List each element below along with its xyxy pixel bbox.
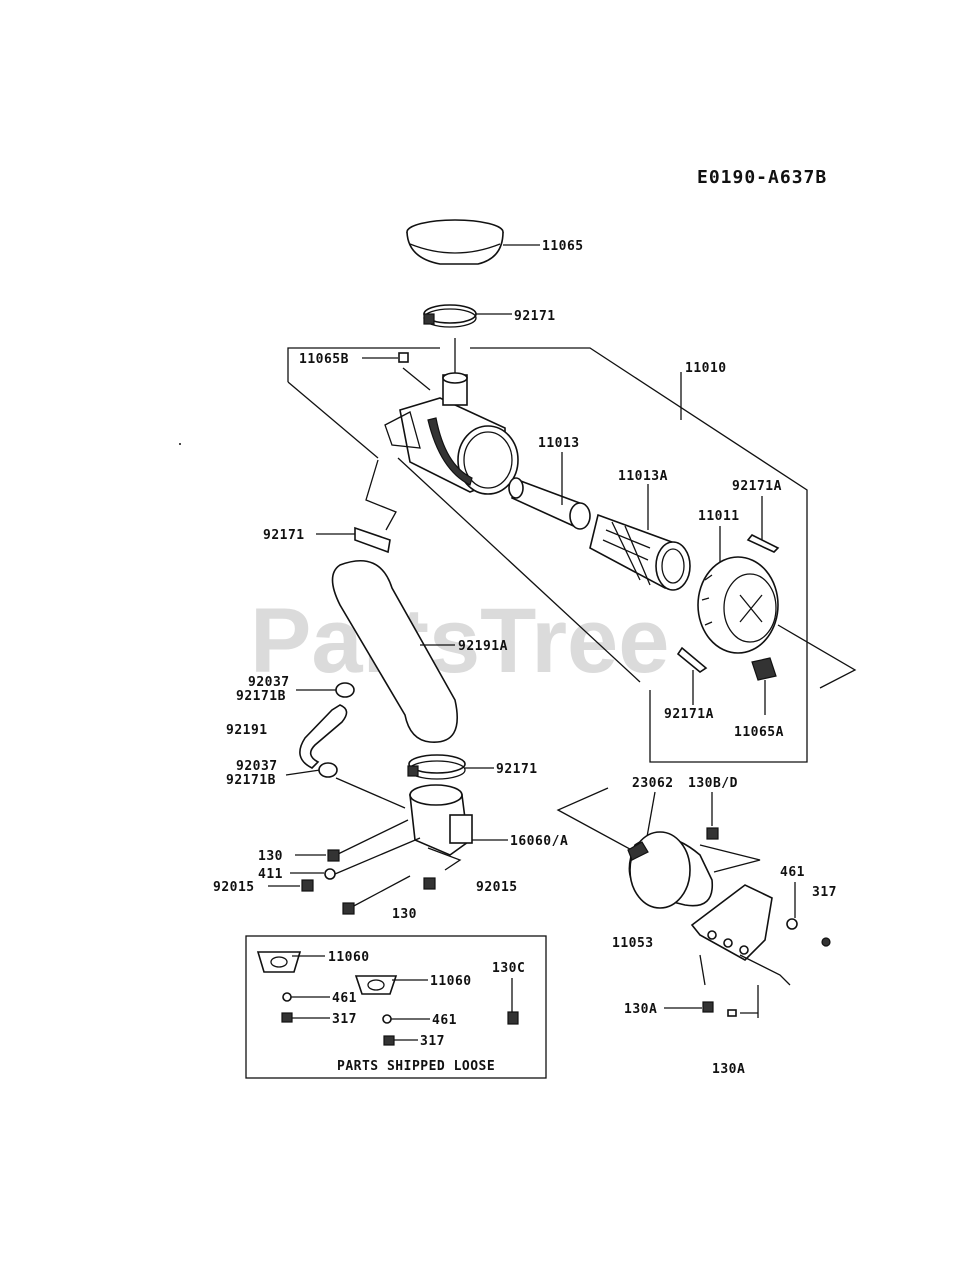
label-11065A: 11065A [734,725,784,740]
label-11065B: 11065B [299,352,349,367]
label-92171B-a: 92171B [236,689,286,704]
label-92037-b: 92037 [236,759,278,774]
label-411: 411 [258,867,283,882]
label-92015-a: 92015 [213,880,255,895]
label-130C: 130C [492,961,525,976]
gasket-icon [354,975,398,995]
label-16060A: 16060/A [510,834,568,849]
gasket-icon [256,951,302,973]
label-92037-a: 92037 [248,675,290,690]
air-cleaner-cap-icon [406,219,504,265]
diagram-code: E0190-A637B [697,167,827,188]
label-92191: 92191 [226,723,268,738]
air-cleaner-body-icon [384,372,519,495]
hose-clamp-icon [423,304,477,328]
label-92171-left: 92171 [263,528,305,543]
label-92015-b: 92015 [476,880,518,895]
intake-elbow-icon [409,784,473,856]
label-130A-a: 130A [624,1002,657,1017]
label-11053: 11053 [612,936,654,951]
label-130-a: 130 [258,849,283,864]
label-92191A: 92191A [458,639,508,654]
outer-filter-icon [589,513,691,591]
label-11011: 11011 [698,509,740,524]
label-317-b: 317 [420,1034,445,1049]
label-461-r: 461 [780,865,805,880]
label-11065: 11065 [542,239,584,254]
air-cleaner-cover-icon [697,556,779,654]
label-23062: 23062 [632,776,674,791]
label-92171-top: 92171 [514,309,556,324]
label-92171A-top: 92171A [732,479,782,494]
label-11010: 11010 [685,361,727,376]
parts-shipped-loose-caption: PARTS SHIPPED LOOSE [337,1059,495,1074]
hose-clamp-mid-icon [407,754,466,780]
label-130-b: 130 [392,907,417,922]
label-461-a: 461 [332,991,357,1006]
label-11060-b: 11060 [430,974,472,989]
label-11013A: 11013A [618,469,668,484]
label-11013: 11013 [538,436,580,451]
label-130A-b: 130A [712,1062,745,1077]
label-92171A-bot: 92171A [664,707,714,722]
label-92171-mid: 92171 [496,762,538,777]
intake-hose-icon [331,560,459,743]
watermark: PartsTree [250,590,669,692]
label-317-r: 317 [812,885,837,900]
label-11060-a: 11060 [328,950,370,965]
label-461-b: 461 [432,1013,457,1028]
label-92171B-b: 92171B [226,773,276,788]
parts-shipped-loose-box [245,935,547,1079]
label-317-a: 317 [332,1012,357,1027]
label-130BD: 130B/D [688,776,738,791]
inner-filter-icon [508,477,591,530]
shroud-bracket-icon [627,831,791,986]
